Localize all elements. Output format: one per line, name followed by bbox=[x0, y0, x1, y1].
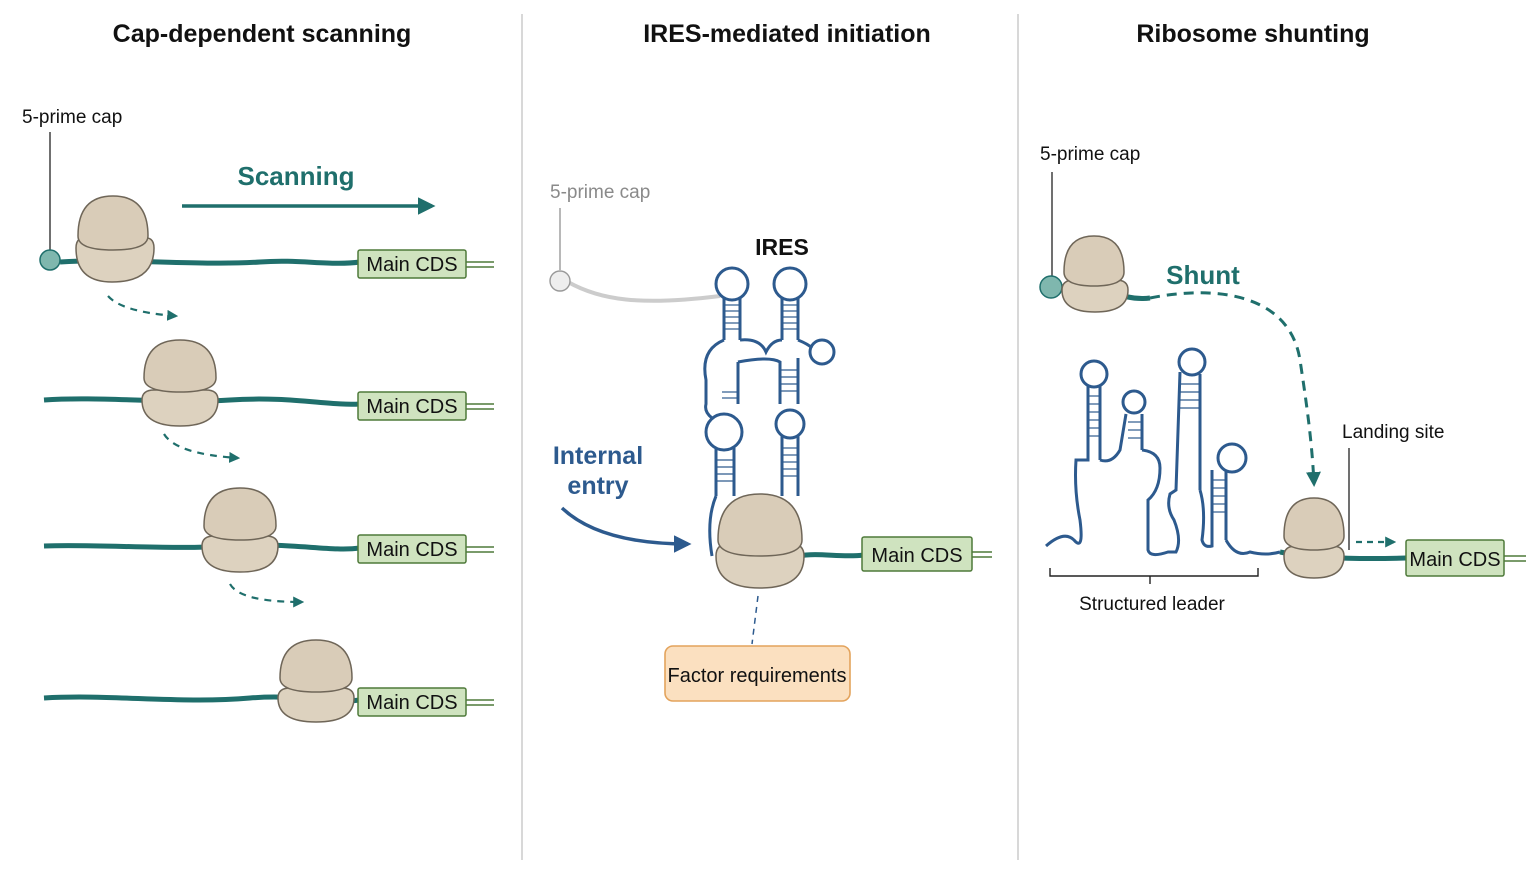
step-arrow bbox=[107, 295, 179, 321]
mrna-strand bbox=[43, 396, 361, 407]
svg-text:Main CDS: Main CDS bbox=[366, 254, 457, 276]
panel-title: Cap-dependent scanning bbox=[113, 20, 412, 48]
cds-box: Main CDS bbox=[357, 249, 494, 279]
internal-entry-label-line1: Internal bbox=[553, 442, 643, 470]
cds-box: Main CDS bbox=[357, 534, 494, 564]
cds-box: Main CDS bbox=[357, 391, 494, 421]
panel-ires-mediated-initiation: IRES-mediated initiation 5-prime cap IRE… bbox=[549, 20, 992, 702]
landing-site-label: Landing site bbox=[1342, 422, 1444, 443]
ribosome bbox=[277, 639, 355, 723]
ribosome bbox=[715, 493, 805, 589]
scanning-label: Scanning bbox=[237, 161, 354, 191]
faded-mrna-strand bbox=[567, 280, 721, 303]
structured-leader-label: Structured leader bbox=[1079, 594, 1225, 615]
svg-text:Main CDS: Main CDS bbox=[1409, 549, 1500, 571]
internal-entry-arrow bbox=[560, 506, 692, 553]
ribosome bbox=[141, 339, 219, 427]
shunt-label: Shunt bbox=[1166, 260, 1240, 290]
svg-text:Main CDS: Main CDS bbox=[871, 545, 962, 567]
factor-leader-line bbox=[751, 595, 759, 645]
panel-title: IRES-mediated initiation bbox=[643, 20, 931, 48]
factor-requirements-box: Factor requirements bbox=[664, 645, 851, 702]
cap-label: 5-prime cap bbox=[550, 182, 650, 203]
ires-base-pairs bbox=[716, 304, 798, 482]
cds-box: Main CDS bbox=[1405, 539, 1526, 577]
ribosome bbox=[1283, 497, 1345, 579]
cds-box: Main CDS bbox=[357, 687, 494, 717]
ribosome bbox=[75, 195, 155, 283]
step-arrow bbox=[229, 583, 305, 608]
ribosome bbox=[201, 487, 279, 573]
shunt-arrow bbox=[1149, 291, 1321, 487]
leader-base-pairs bbox=[1088, 383, 1226, 513]
mrna-strand bbox=[797, 552, 865, 559]
panel-ribosome-shunting: Ribosome shunting 5-prime cap Shunt bbox=[1039, 20, 1526, 615]
five-prime-cap bbox=[39, 249, 61, 271]
svg-text:Factor requirements: Factor requirements bbox=[668, 665, 847, 687]
svg-text:Main CDS: Main CDS bbox=[366, 692, 457, 714]
leader-bracket bbox=[1049, 568, 1259, 584]
internal-entry-label-line2: entry bbox=[567, 472, 628, 500]
panel-title: Ribosome shunting bbox=[1136, 20, 1369, 48]
cds-box: Main CDS bbox=[861, 536, 992, 572]
five-prime-cap bbox=[1039, 275, 1063, 299]
cap-label: 5-prime cap bbox=[1040, 144, 1140, 165]
structured-leader bbox=[1045, 347, 1281, 557]
five-prime-cap-faded bbox=[549, 270, 571, 292]
cap-label: 5-prime cap bbox=[22, 107, 122, 128]
ribosome bbox=[1061, 235, 1129, 313]
svg-text:Main CDS: Main CDS bbox=[366, 396, 457, 418]
panel-cap-dependent-scanning: Cap-dependent scanning 5-prime cap Scann… bbox=[22, 20, 494, 723]
step-arrow bbox=[163, 433, 241, 463]
ires-label: IRES bbox=[755, 234, 809, 260]
svg-text:Main CDS: Main CDS bbox=[366, 539, 457, 561]
